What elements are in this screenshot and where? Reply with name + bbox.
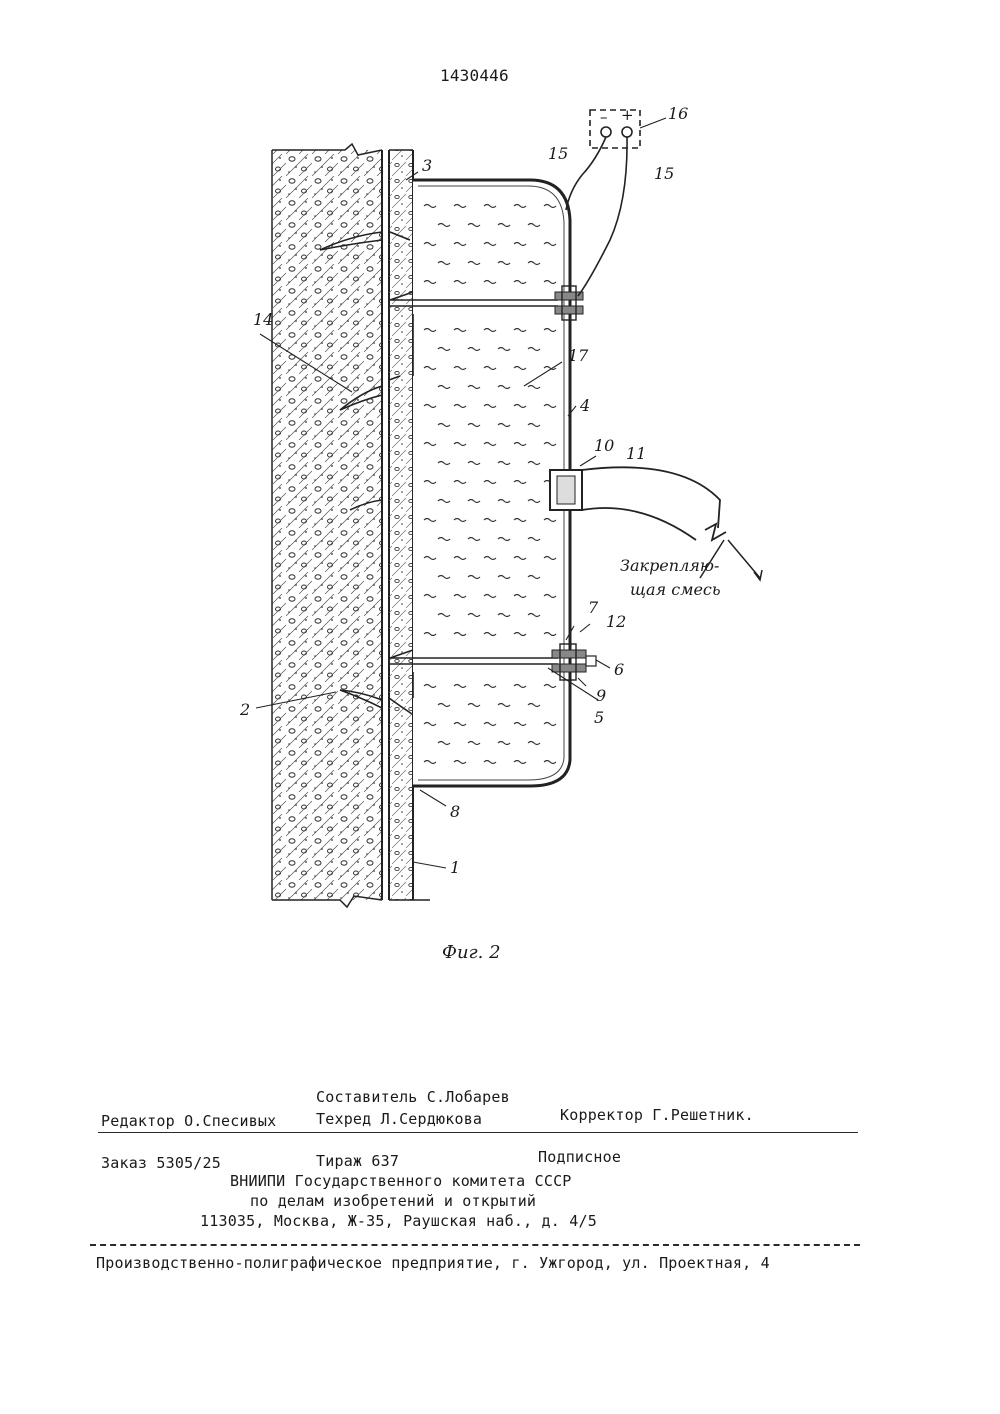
label-8: 8 (450, 802, 460, 821)
label-1: 1 (450, 858, 460, 877)
label-14: 14 (253, 310, 273, 329)
label-9: 9 (596, 686, 606, 705)
compiler-line: Составитель С.Лобарев (316, 1088, 510, 1106)
hose (582, 467, 726, 540)
mixture-label-line2: щая смесь (630, 580, 721, 599)
label-12: 12 (606, 612, 626, 631)
editor-line: Редактор О.Спесивых (101, 1112, 276, 1130)
label-15-right: 15 (654, 164, 674, 183)
label-4: 4 (580, 396, 590, 415)
label-11: 11 (626, 444, 646, 463)
address-line: 113035, Москва, Ж-35, Раушская наб., д. … (200, 1212, 597, 1230)
label-2: 2 (240, 700, 250, 719)
power-minus-sign: – (600, 108, 608, 126)
imprint-divider-top (98, 1132, 858, 1133)
power-plus-sign: + (621, 106, 634, 124)
rock-massif (272, 144, 382, 907)
label-16: 16 (668, 104, 688, 123)
printer-line: Производственно-полиграфическое предприя… (96, 1254, 770, 1272)
label-15-left: 15 (548, 144, 568, 163)
label-10: 10 (594, 436, 614, 455)
techred-line: Техред Л.Сердюкова (316, 1110, 482, 1128)
label-17: 17 (568, 346, 588, 365)
organization-line-1: ВНИИПИ Государственного комитета СССР (230, 1172, 572, 1190)
label-3: 3 (422, 156, 432, 175)
organization-line-2: по делам изобретений и открытий (250, 1192, 536, 1210)
wires (566, 137, 627, 296)
mixture-label-line1: Закрепляю- (620, 556, 719, 575)
figure-caption: Фиг. 2 (442, 942, 501, 963)
subscription-line: Подписное (538, 1148, 621, 1166)
label-5: 5 (594, 708, 604, 727)
label-7: 7 (588, 598, 598, 617)
technical-drawing (0, 0, 1000, 1000)
imprint-divider-bottom (90, 1244, 860, 1246)
order-line: Заказ 5305/25 (101, 1154, 221, 1172)
label-6: 6 (614, 660, 624, 679)
injection-nozzle (550, 470, 582, 510)
corrector-line: Корректор Г.Решетник. (560, 1106, 754, 1124)
circulation-line: Тираж 637 (316, 1152, 399, 1170)
